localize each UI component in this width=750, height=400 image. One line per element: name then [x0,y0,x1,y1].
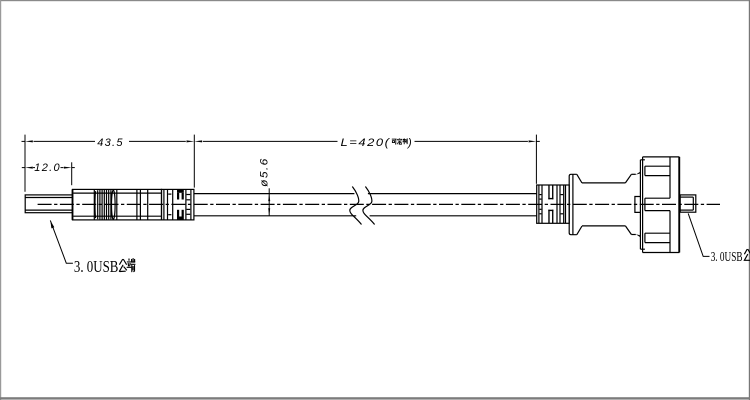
svg-text:ø5.6: ø5.6 [258,157,270,187]
svg-text:3. 0USB: 3. 0USB [74,257,119,276]
svg-text:3. 0USB: 3. 0USB [711,250,743,265]
svg-text:12.0: 12.0 [34,162,61,174]
svg-text:43.5: 43.5 [97,137,124,149]
svg-text:L=420(: L=420( [341,137,391,149]
svg-text:): ) [406,137,413,149]
